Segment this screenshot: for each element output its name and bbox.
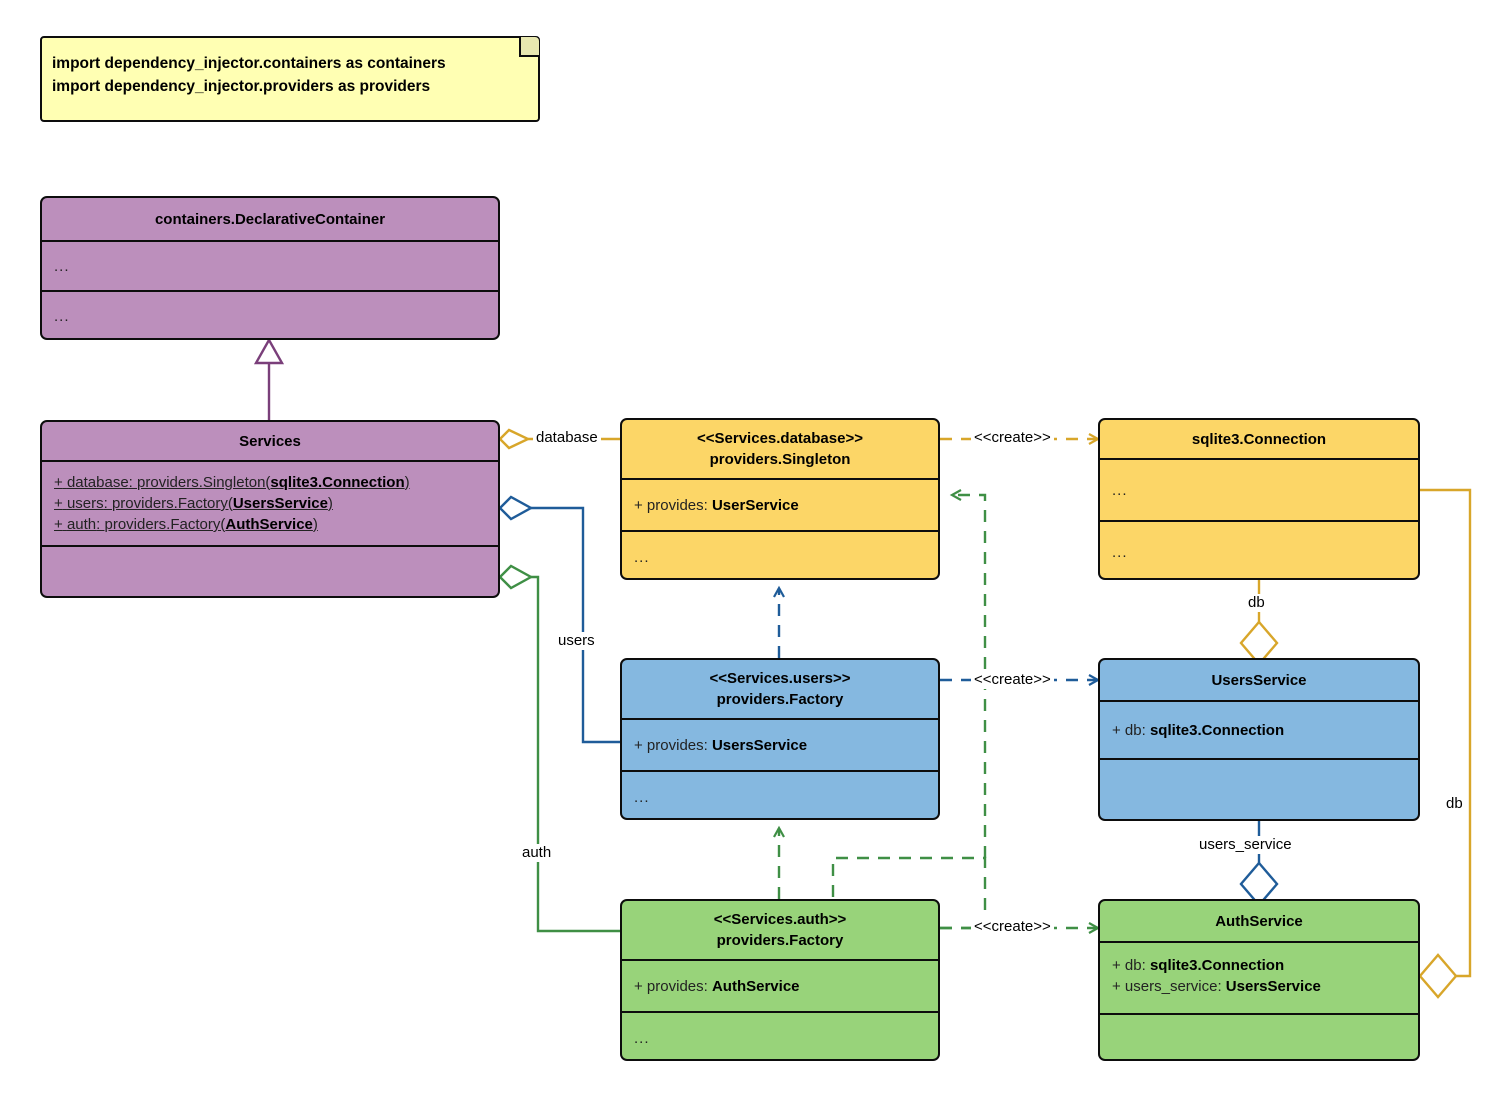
- methods-compartment-services-database: ...: [622, 530, 938, 578]
- edge-association-auth: [498, 564, 620, 933]
- attributes-compartment-services-users: + provides: UsersService: [622, 718, 938, 770]
- note-line-2: import dependency_injector.providers as …: [52, 78, 431, 95]
- edge-aggregation-db-usersservice: [1239, 580, 1279, 666]
- attributes-compartment-auth-service: + db: sqlite3.Connection + users_service…: [1100, 941, 1418, 1013]
- note-line-1: import dependency_injector.containers as…: [52, 55, 446, 72]
- class-name-services: Services: [239, 432, 301, 450]
- methods-compartment-users-service: [1100, 758, 1418, 819]
- provides-type-users: UsersService: [711, 736, 808, 754]
- class-name-services-database: providers.Singleton: [709, 451, 851, 468]
- class-header-services-auth-provider: <<Services.auth>> providers.Factory: [622, 901, 938, 959]
- edge-label-db-users-service: db: [1245, 594, 1268, 612]
- provides-label-database: + provides:: [634, 496, 712, 514]
- attributes-compartment-services-database: + provides: UserService: [622, 478, 938, 530]
- methods-compartment-sqlite3-connection: ...: [1100, 520, 1418, 578]
- class-name-auth-service: AuthService: [1215, 912, 1303, 930]
- stereotype-services-database: <<Services.database>>: [697, 430, 863, 447]
- class-name-declarative-container: containers.DeclarativeContainer: [154, 210, 386, 228]
- edge-aggregation-usersservice-authservice: [1239, 821, 1279, 907]
- class-box-users-service[interactable]: UsersService + db: sqlite3.Connection: [1098, 658, 1420, 821]
- edge-aggregation-db-authservice: [1418, 488, 1472, 999]
- attributes-compartment-declarative-container: ...: [42, 240, 498, 290]
- attribute-auth: + auth: providers.Factory(AuthService): [54, 516, 318, 533]
- provides-type-auth: AuthService: [711, 977, 800, 995]
- stereotype-services-users: <<Services.users>>: [709, 670, 851, 687]
- class-box-declarative-container[interactable]: containers.DeclarativeContainer ... ...: [40, 196, 500, 340]
- attributes-compartment-users-service: + db: sqlite3.Connection: [1100, 700, 1418, 758]
- attribute-db-auth-service: + db: sqlite3.Connection: [1112, 957, 1285, 974]
- note-fold-corner-icon: [519, 37, 539, 57]
- class-name-users-service: UsersService: [1211, 671, 1307, 689]
- class-name-services-auth: providers.Factory: [716, 932, 844, 949]
- attribute-database: + database: providers.Singleton(sqlite3.…: [54, 474, 410, 491]
- attributes-compartment-sqlite3-connection: ...: [1100, 458, 1418, 520]
- class-box-services-database-provider[interactable]: <<Services.database>> providers.Singleto…: [620, 418, 940, 580]
- class-header-services-users-provider: <<Services.users>> providers.Factory: [622, 660, 938, 718]
- attributes-compartment-services: + database: providers.Singleton(sqlite3.…: [42, 460, 498, 545]
- edge-label-database: database: [533, 429, 601, 447]
- attribute-type-db-users-service: sqlite3.Connection: [1149, 721, 1285, 739]
- stereotype-services-auth: <<Services.auth>>: [713, 911, 847, 928]
- provides-type-database: UserService: [711, 496, 799, 514]
- edge-association-users: [498, 495, 620, 744]
- class-box-services[interactable]: Services + database: providers.Singleton…: [40, 420, 500, 598]
- edge-dependency-auth-to-database: [831, 489, 987, 930]
- edge-label-users: users: [555, 632, 598, 650]
- methods-compartment-services-users: ...: [622, 770, 938, 818]
- class-name-services-users: providers.Factory: [716, 691, 844, 708]
- attributes-compartment-services-auth: + provides: AuthService: [622, 959, 938, 1011]
- edge-label-create-auth: <<create>>: [971, 918, 1054, 936]
- edge-label-db-auth-service: db: [1443, 795, 1466, 813]
- class-name-sqlite3-connection: sqlite3.Connection: [1191, 430, 1327, 448]
- methods-compartment-declarative-container: ...: [42, 290, 498, 338]
- methods-compartment-auth-service: [1100, 1013, 1418, 1059]
- edge-label-users-service: users_service: [1196, 836, 1295, 854]
- class-box-services-users-provider[interactable]: <<Services.users>> providers.Factory + p…: [620, 658, 940, 820]
- edge-generalization-services-container: [253, 337, 285, 420]
- class-box-sqlite3-connection[interactable]: sqlite3.Connection ... ...: [1098, 418, 1420, 580]
- class-header-services-database-provider: <<Services.database>> providers.Singleto…: [622, 420, 938, 478]
- methods-compartment-services: [42, 545, 498, 595]
- provides-label-auth: + provides:: [634, 977, 712, 995]
- provides-label-users: + provides:: [634, 736, 712, 754]
- import-note: import dependency_injector.containers as…: [40, 36, 540, 122]
- attribute-users-service-auth-service: + users_service: UsersService: [1112, 978, 1321, 995]
- methods-compartment-services-auth: ...: [622, 1011, 938, 1059]
- attribute-label-db-users-service: + db:: [1112, 721, 1150, 739]
- class-box-auth-service[interactable]: AuthService + db: sqlite3.Connection + u…: [1098, 899, 1420, 1061]
- class-box-services-auth-provider[interactable]: <<Services.auth>> providers.Factory + pr…: [620, 899, 940, 1061]
- edge-label-create-database: <<create>>: [971, 429, 1054, 447]
- attribute-users: + users: providers.Factory(UsersService): [54, 495, 333, 512]
- edge-label-create-users: <<create>>: [971, 671, 1054, 689]
- edge-label-auth: auth: [519, 844, 555, 862]
